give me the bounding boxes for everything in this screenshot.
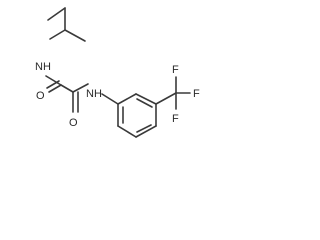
ring-bond-2 <box>135 93 157 105</box>
ring-bond-5 <box>117 125 137 138</box>
atom-label-nh-right: NH <box>86 88 102 100</box>
bond-c1-c2 <box>60 84 74 93</box>
bond-nh-phenyl <box>101 93 119 105</box>
atom-label-f-right: F <box>193 88 200 100</box>
atom-label-nh-left: NH <box>35 61 51 73</box>
bond-c1-o-left-b <box>46 80 60 89</box>
bond-methine-methyl <box>64 29 86 42</box>
bond-n-c1 <box>45 75 62 86</box>
chemical-structure-diagram: NH O O NH F F F <box>35 7 200 138</box>
bond-ring-cf3 <box>155 92 177 105</box>
atom-label-f-bottom: F <box>172 113 179 125</box>
ring-double-2 <box>136 124 152 133</box>
bond-c1-o-left-a <box>48 84 62 93</box>
bond-ethyl-1 <box>47 7 66 21</box>
bond-c2-nh-right <box>72 83 89 93</box>
bond-methine-n <box>49 29 66 40</box>
atom-label-o-right: O <box>69 117 78 129</box>
ring-double-1 <box>136 98 153 108</box>
ring-bond-4 <box>135 125 157 138</box>
atom-label-f-top: F <box>172 64 179 76</box>
ring-bond-1 <box>117 93 137 105</box>
atom-label-o-left: O <box>36 90 45 102</box>
